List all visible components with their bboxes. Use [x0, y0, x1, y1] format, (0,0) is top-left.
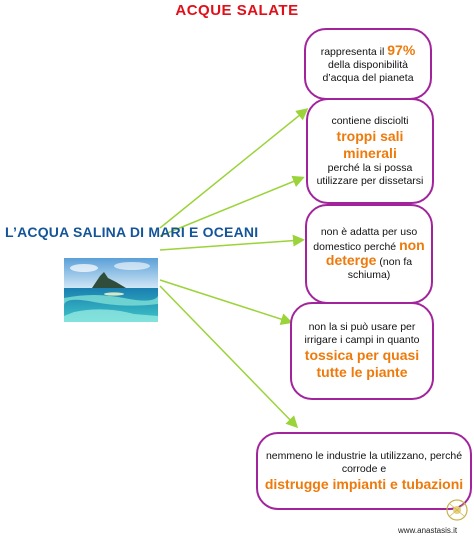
footer-url: www.anastasis.it [398, 526, 458, 535]
fact-box-3: non è adatta per uso domestico perché no… [305, 204, 433, 304]
fact-box-2-text: contiene disciolti [331, 114, 409, 127]
fact-box-4-text: non la si può usare per irrigare i campi… [304, 321, 420, 346]
arrow-to-box-1 [159, 108, 309, 229]
lagoon-photo [64, 258, 158, 322]
fact-box-5-highlight: distrugge impianti e tubazioni [264, 475, 464, 492]
arrow-to-box-4 [159, 279, 293, 325]
fact-box-5-text: nemmeno le industrie la utilizzano, perc… [265, 449, 463, 475]
arrow-to-box-5 [159, 285, 299, 429]
arrow-to-box-3 [159, 234, 305, 251]
fact-box-4-highlight: tossica per quasi tutte le piante [304, 347, 420, 380]
fact-box-1-text: rappresenta il [320, 45, 385, 58]
fact-box-3-text: non è adatta per uso domestico perché [313, 226, 418, 253]
arrow-to-box-2 [159, 175, 305, 237]
anastasis-logo-icon [444, 498, 470, 522]
fact-box-1-highlight: 97% [387, 41, 416, 58]
fact-box-4: non la si può usare per irrigare i campi… [290, 302, 434, 400]
fact-box-1: rappresenta il 97% della disponibilità d… [304, 28, 432, 100]
fact-box-2-highlight: troppi sali minerali [336, 127, 404, 161]
fact-box-2: contiene disciolti troppi sali minerali … [306, 98, 434, 204]
fact-box-5: nemmeno le industrie la utilizzano, perc… [256, 432, 472, 510]
fact-box-3-text-end: (non fa schiuma) [347, 256, 413, 281]
page-title: ACQUE SALATE [175, 2, 299, 19]
fact-box-1-text-end: della disponibilità d’acqua del pianeta [322, 58, 414, 84]
fact-box-2-text-end: perché la si possa utilizzare per disset… [316, 161, 424, 187]
central-topic: L’ACQUA SALINA DI MARI E OCEANI [5, 224, 259, 240]
fact-box-3-highlight: non deterge [325, 237, 425, 268]
